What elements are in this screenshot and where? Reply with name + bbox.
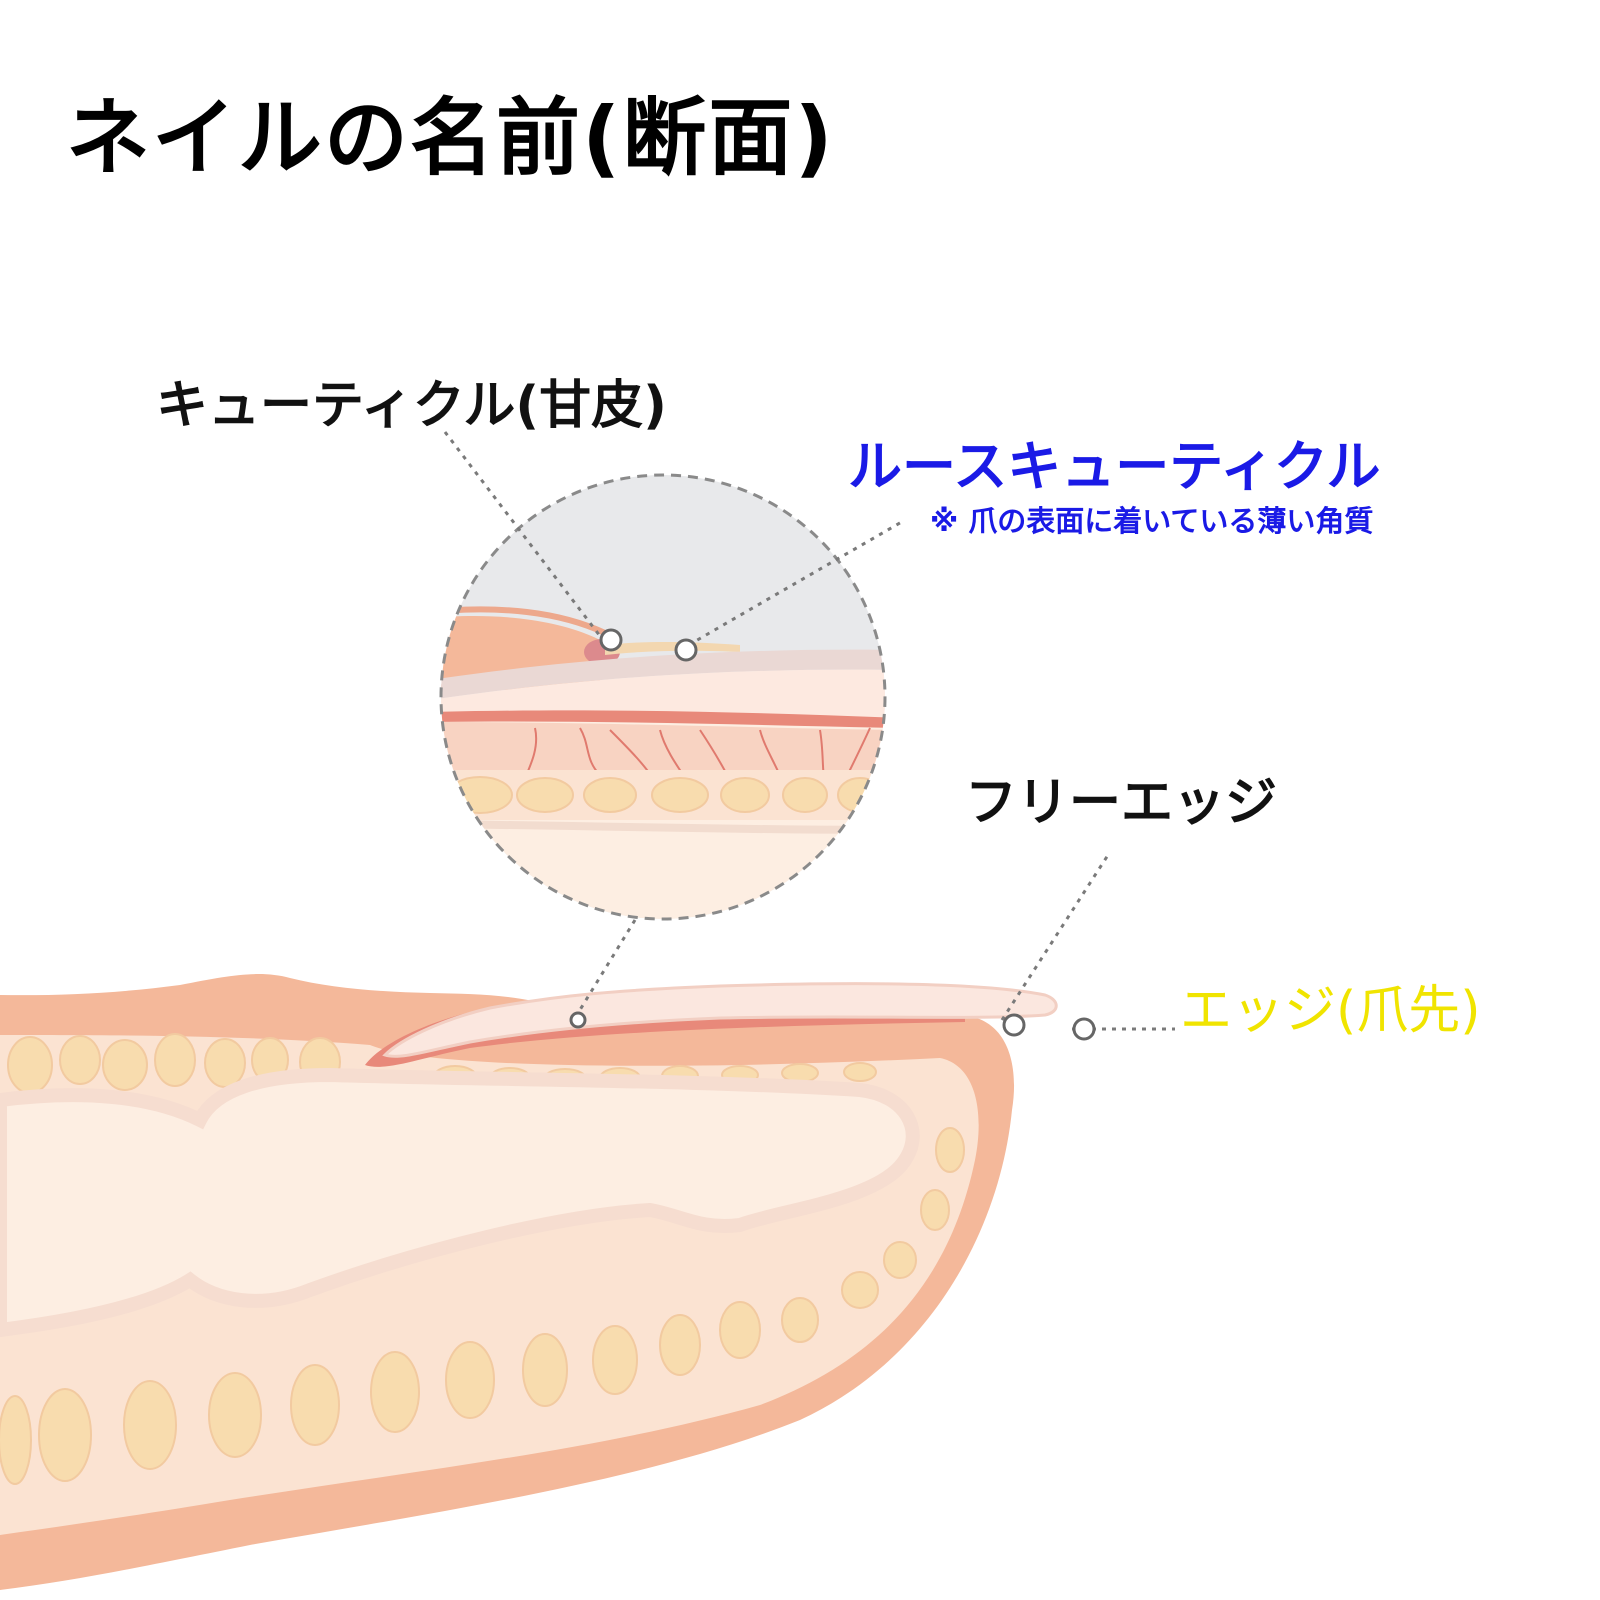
edge-label: エッジ(爪先) bbox=[1180, 981, 1481, 1041]
loose-cuticle-marker bbox=[674, 638, 698, 662]
nail-start-marker bbox=[569, 1011, 587, 1029]
cuticle-marker bbox=[599, 628, 623, 652]
free-edge-label: フリーエッジ bbox=[965, 773, 1278, 833]
magnifier bbox=[439, 473, 887, 921]
loose-cuticle-note: ※ 爪の表面に着いている薄い角質 bbox=[930, 504, 1374, 538]
cuticle-label: キューティクル(甘皮) bbox=[156, 376, 667, 436]
finger-section bbox=[0, 974, 1058, 1590]
markers bbox=[569, 628, 1096, 1041]
bone bbox=[0, 1067, 920, 1338]
loose-cuticle-label: ルースキューティクル bbox=[848, 435, 1381, 498]
free-edge-marker bbox=[1002, 1013, 1026, 1037]
fat-tissue bbox=[0, 1033, 965, 1485]
edge-marker bbox=[1072, 1017, 1096, 1041]
nail-plate bbox=[382, 982, 1058, 1058]
leader-lines bbox=[443, 431, 1175, 1031]
page-title: ネイルの名前(断面) bbox=[66, 89, 835, 187]
